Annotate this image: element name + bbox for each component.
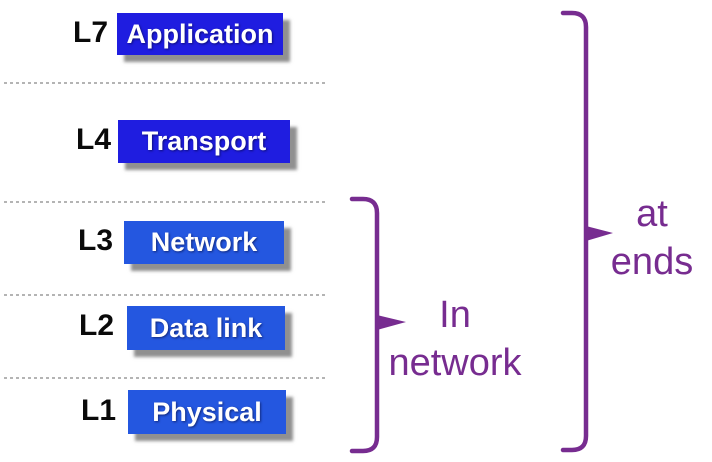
divider-line (4, 377, 326, 379)
layer-box-label: Data link (149, 312, 263, 343)
at-ends-brace (560, 10, 589, 453)
layer-box-application: Application (117, 13, 283, 55)
layer-id-l7: L7 (73, 16, 109, 49)
layer-box-transport: Transport (118, 120, 290, 163)
layer-box-data-link: Data link (127, 306, 285, 350)
layer-id-l1: L1 (81, 394, 117, 427)
layer-box-network: Network (124, 221, 284, 264)
layer-id-l3: L3 (78, 224, 114, 257)
divider-line (4, 201, 326, 203)
at-ends-label-line2: ends (610, 240, 694, 283)
in-network-label-line2: network (388, 341, 522, 384)
at-ends-label-line1: at (636, 193, 668, 235)
in-network-label: In network (383, 292, 527, 388)
layer-box-label: Application (126, 18, 274, 49)
layer-box-physical: Physical (128, 390, 286, 434)
at-ends-label: at ends (602, 191, 702, 287)
layer-id-l2: L2 (79, 309, 115, 342)
in-network-brace (349, 196, 380, 454)
layer-box-label: Physical (152, 396, 262, 427)
divider-line (4, 294, 326, 296)
in-network-label-line1: In (439, 294, 471, 336)
layer-box-label: Network (150, 227, 258, 257)
layer-box-label: Transport (141, 126, 267, 156)
divider-line (4, 82, 326, 84)
layer-id-l4: L4 (76, 123, 112, 156)
